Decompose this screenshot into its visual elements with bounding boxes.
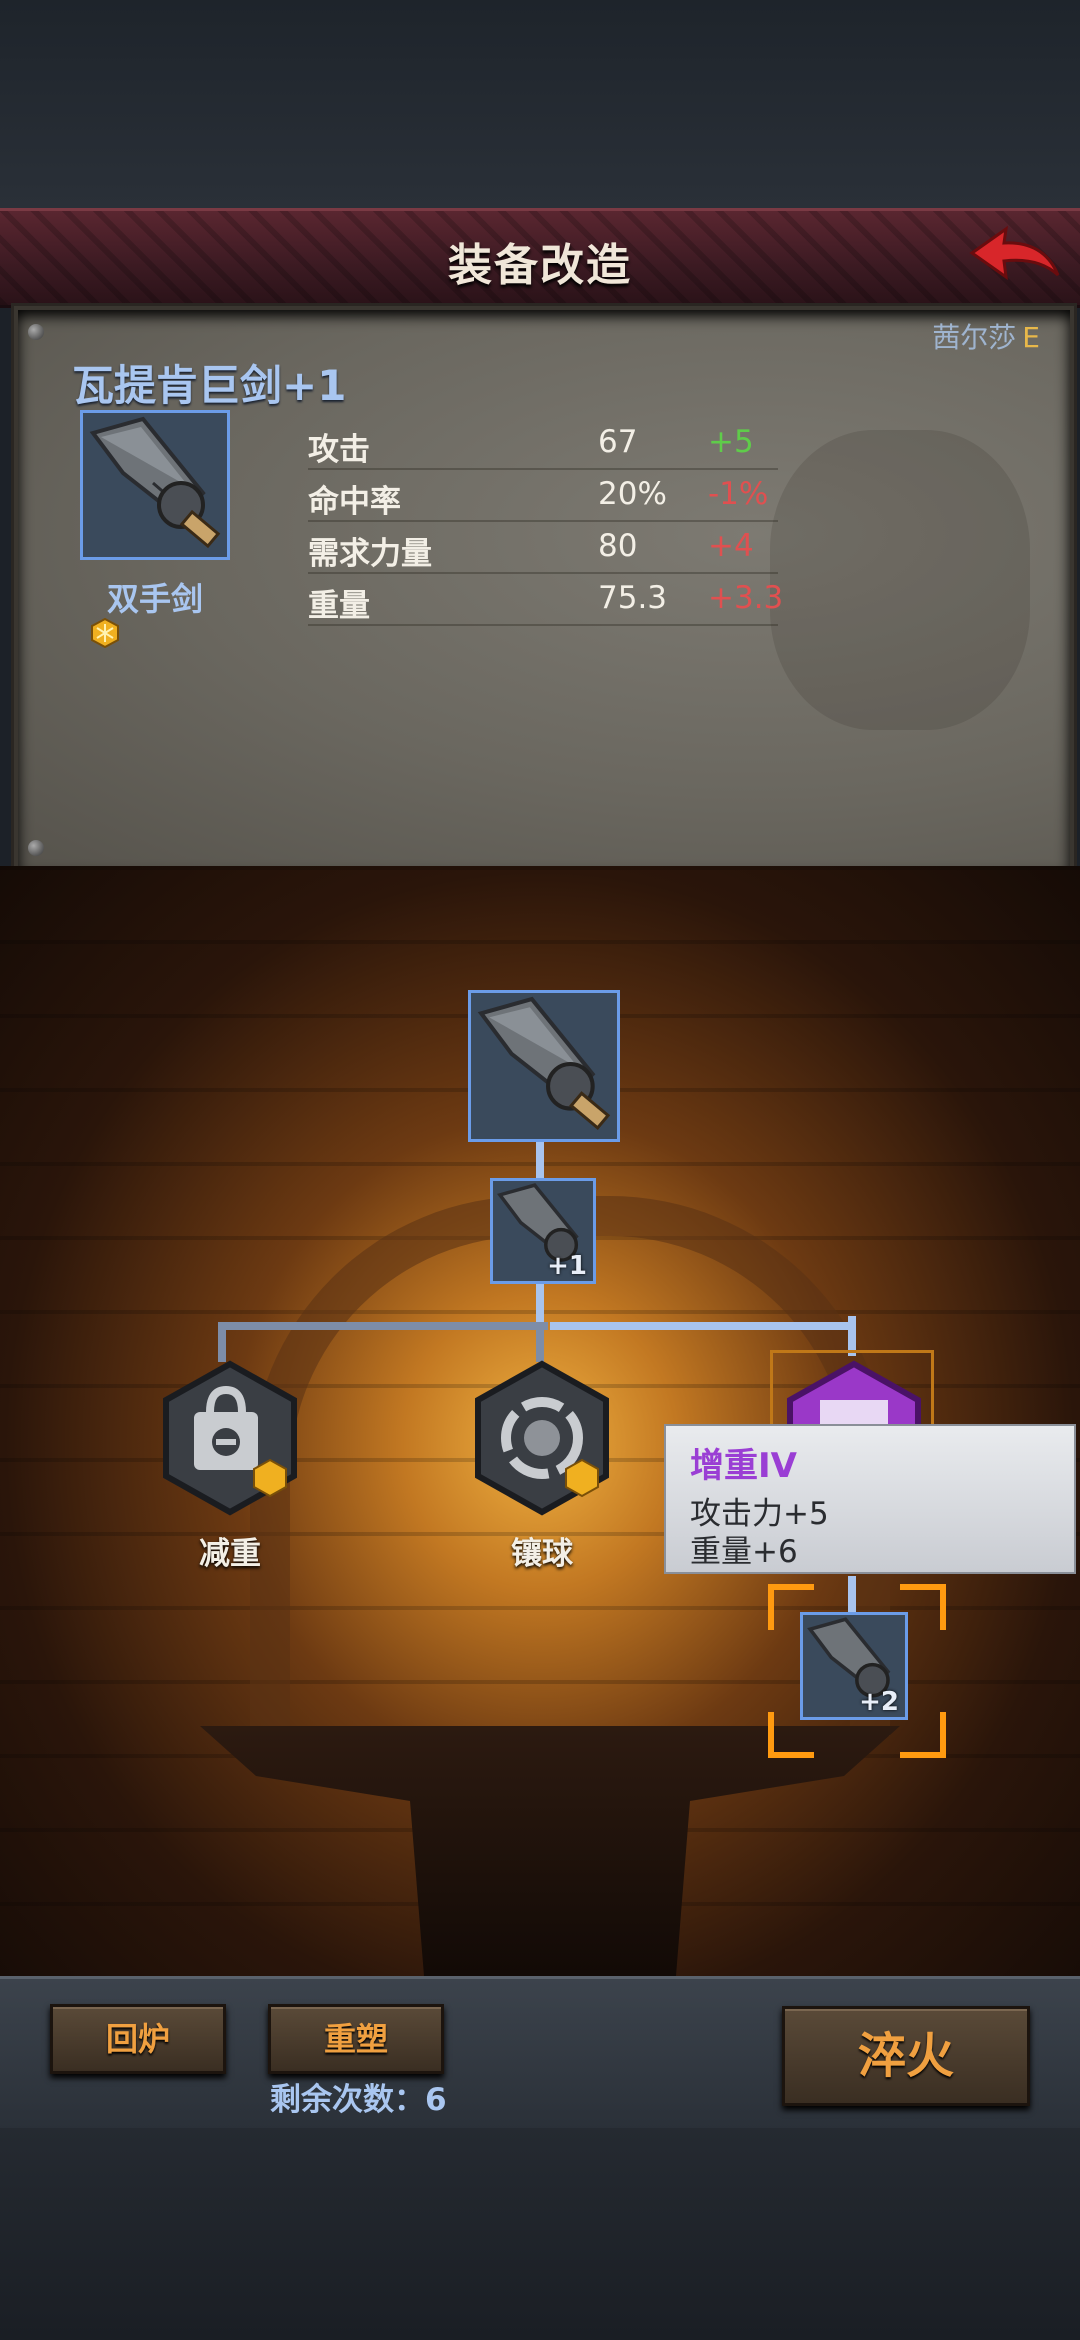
greatsword-icon[interactable] bbox=[80, 410, 230, 560]
reduce-weight-branch-node[interactable] bbox=[160, 1360, 300, 1516]
selection-corner bbox=[768, 1712, 814, 1758]
tree-connector bbox=[536, 1284, 544, 1328]
reshape-button[interactable]: 重塑 bbox=[268, 2004, 444, 2074]
branch-tooltip: 增重IV 攻击力+5 重量+6 bbox=[664, 1424, 1076, 1574]
stat-row: 攻击 67 +5 bbox=[308, 418, 778, 470]
page-title: 装备改造 bbox=[448, 240, 632, 291]
greatsword-icon bbox=[477, 996, 611, 1131]
gold-gem-icon bbox=[565, 1458, 599, 1498]
greatsword-icon bbox=[497, 1183, 579, 1262]
selection-corner bbox=[900, 1584, 946, 1630]
top-background bbox=[0, 0, 1080, 210]
stats-table: 攻击 67 +5 命中率 20% -1% 需求力量 80 +4 重量 75.3 … bbox=[308, 418, 783, 626]
tree-connector bbox=[218, 1322, 226, 1362]
greatsword-icon bbox=[807, 1617, 891, 1698]
rivet-icon bbox=[28, 324, 44, 340]
tree-connector bbox=[218, 1322, 548, 1330]
weight-plus-icon bbox=[820, 1400, 888, 1424]
stat-row: 命中率 20% -1% bbox=[308, 470, 778, 522]
branch-label: 减重 bbox=[199, 1536, 261, 1572]
tree-connector bbox=[536, 1142, 544, 1182]
tree-connector bbox=[550, 1322, 856, 1330]
upgrade-node-current[interactable]: +1 bbox=[490, 1178, 596, 1284]
selection-corner bbox=[768, 1584, 814, 1630]
tree-connector bbox=[536, 1322, 544, 1362]
level-label: +2 bbox=[859, 1687, 899, 1717]
back-arrow-icon[interactable] bbox=[964, 223, 1064, 295]
rivet-icon bbox=[28, 840, 44, 856]
quench-button[interactable]: 淬火 bbox=[782, 2006, 1030, 2106]
gold-gem-icon bbox=[91, 618, 119, 648]
socket-orb-branch-node[interactable] bbox=[472, 1360, 612, 1516]
tooltip-line: 攻击力+5 bbox=[690, 1496, 829, 1532]
stat-row: 需求力量 80 +4 bbox=[308, 522, 778, 574]
tooltip-title: 增重IV bbox=[690, 1446, 797, 1486]
level-label: +1 bbox=[547, 1251, 587, 1281]
gold-gem-icon bbox=[253, 1458, 287, 1498]
remaining-count: 剩余次数：6 bbox=[270, 2082, 447, 2118]
tree-connector bbox=[848, 1316, 856, 1356]
socket-ring-icon bbox=[501, 1397, 583, 1479]
recycle-button[interactable]: 回炉 bbox=[50, 2004, 226, 2074]
bottom-background bbox=[0, 2128, 1080, 2340]
branch-label: 镶球 bbox=[511, 1536, 573, 1572]
tree-connector bbox=[848, 1576, 856, 1612]
stat-row: 重量 75.3 +3.3 bbox=[308, 574, 783, 626]
title-bar: 装备改造 bbox=[0, 208, 1080, 308]
tooltip-line: 重量+6 bbox=[690, 1534, 798, 1570]
selection-corner bbox=[900, 1712, 946, 1758]
weight-minus-icon bbox=[194, 1385, 258, 1470]
weapon-type: 双手剑 bbox=[106, 580, 203, 618]
upgrade-node-next[interactable]: +2 bbox=[800, 1612, 908, 1720]
weapon-name: 瓦提肯巨剑+1 bbox=[72, 361, 347, 410]
base-weapon-node[interactable] bbox=[468, 990, 620, 1142]
